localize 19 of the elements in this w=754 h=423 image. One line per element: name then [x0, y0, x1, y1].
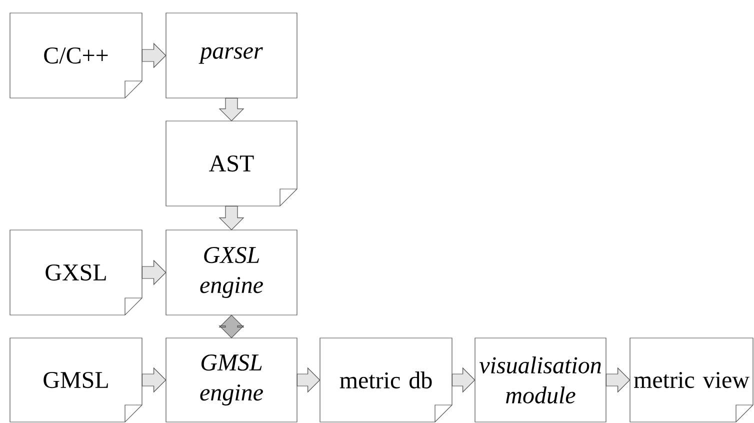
block-arrow	[218, 206, 244, 230]
document-box: GMSL	[10, 338, 142, 422]
block-arrow	[296, 367, 320, 393]
block-arrow	[452, 367, 476, 393]
process-box: GMSL engine	[166, 338, 298, 422]
block-arrow	[142, 42, 166, 68]
block-arrow	[606, 367, 630, 393]
document-box: metric view	[630, 338, 754, 422]
process-box: visualisation module	[474, 338, 606, 422]
process-box: parser	[166, 12, 298, 98]
document-box: GXSL	[10, 230, 142, 316]
block-arrow	[142, 260, 166, 286]
document-box: metric db	[320, 338, 452, 422]
block-arrow	[218, 98, 244, 122]
process-box: GXSL engine	[166, 230, 298, 316]
document-box: AST	[166, 120, 298, 206]
document-box: C/C++	[10, 12, 142, 98]
block-arrow	[142, 367, 166, 393]
block-arrow	[218, 314, 244, 338]
